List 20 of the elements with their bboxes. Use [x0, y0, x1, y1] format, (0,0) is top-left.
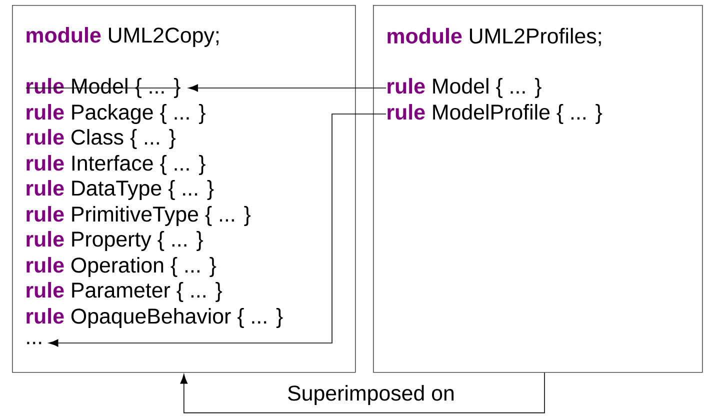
- code-line: rule Model { ... }: [388, 78, 542, 98]
- module-box: [12, 5, 356, 373]
- code-line: rule OpaqueBehavior { ... }: [26, 308, 283, 328]
- code-line: rule PrimitiveType { ... }: [26, 206, 251, 226]
- code-line: rule ModelProfile { ... }: [388, 104, 602, 124]
- arrow: [188, 84, 386, 92]
- code-line: rule DataType { ... }: [26, 180, 214, 200]
- code-line: rule Package { ... }: [26, 104, 206, 124]
- edge-label: Superimposed on: [288, 385, 454, 405]
- module-box: [373, 5, 703, 373]
- arrow: [180, 372, 545, 414]
- code-line: rule Operation { ... }: [26, 257, 216, 277]
- code-line: rule Class { ... }: [26, 129, 176, 149]
- arrow: [48, 114, 386, 347]
- code-line: module UML2Copy;: [26, 27, 218, 47]
- code-line: module UML2Profiles;: [388, 28, 601, 46]
- code-line: rule Property { ... }: [26, 231, 203, 251]
- code-line: rule Interface { ... }: [26, 155, 206, 175]
- code-line: rule Parameter { ... }: [26, 282, 222, 302]
- code-line: ...: [27, 342, 42, 344]
